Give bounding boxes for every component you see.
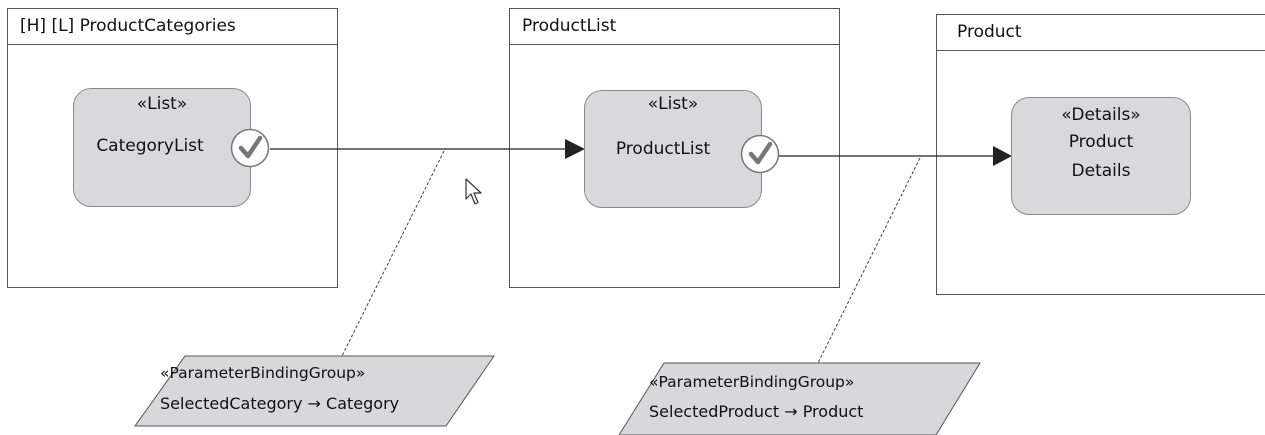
- binding-shape-product: [618, 362, 981, 435]
- dashed-connector: [817, 157, 921, 364]
- component-product-list[interactable]: «List» ProductList: [584, 90, 762, 208]
- component-name: CategoryList: [96, 136, 204, 156]
- binding-mapping: SelectedProduct → Product: [649, 402, 864, 421]
- arrowhead-icon: [993, 146, 1012, 166]
- arrowhead-icon: [565, 139, 585, 159]
- check-icon[interactable]: [230, 128, 270, 168]
- binding-stereotype: «ParameterBindingGroup»: [649, 373, 855, 391]
- component-name-line1: Product: [1068, 132, 1134, 152]
- container-title: ProductList: [510, 9, 839, 45]
- component-stereotype: «List»: [136, 94, 188, 114]
- mouse-pointer-icon: [465, 178, 482, 205]
- container-title: [H] [L] ProductCategories: [8, 9, 337, 45]
- component-name-line2: Details: [1071, 161, 1131, 181]
- binding-stereotype: «ParameterBindingGroup»: [160, 364, 366, 382]
- check-icon[interactable]: [740, 134, 780, 174]
- container-title: Product: [937, 15, 1265, 51]
- component-category-list[interactable]: «List» CategoryList: [73, 88, 251, 207]
- component-stereotype: «Details»: [1061, 105, 1141, 125]
- binding-shape-category: [134, 355, 495, 427]
- component-name: ProductList: [615, 139, 711, 159]
- component-stereotype: «List»: [647, 94, 699, 114]
- binding-mapping: SelectedCategory → Category: [160, 394, 400, 413]
- container-product-categories[interactable]: [H] [L] ProductCategories: [7, 8, 338, 288]
- component-product-details[interactable]: «Details» Product Details: [1011, 97, 1191, 215]
- dashed-connector: [341, 150, 445, 357]
